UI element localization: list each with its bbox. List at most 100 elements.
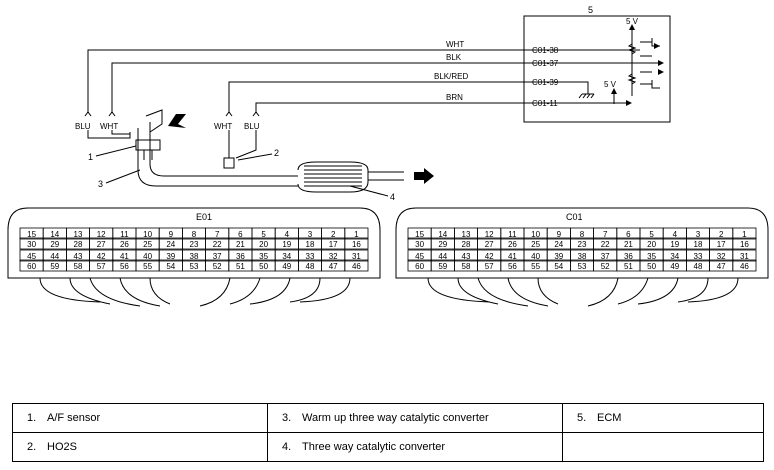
- pin-number: 44: [438, 252, 447, 261]
- connector-ticks: [84, 111, 260, 159]
- pin-cell: [732, 237, 757, 250]
- pin-number: 15: [27, 230, 36, 239]
- pin-number: 42: [97, 252, 106, 261]
- legend-item-warmup-catalyst: 3.Warm up three way catalytic converter: [267, 403, 563, 433]
- pin-number: 8: [580, 230, 585, 239]
- pin-cell: [344, 237, 369, 250]
- pin-number: 34: [670, 252, 679, 261]
- pin-number: 19: [282, 240, 291, 249]
- pin-number: 53: [190, 262, 199, 271]
- pin-number: 14: [438, 230, 447, 239]
- pin-number: 17: [329, 240, 338, 249]
- pin-number: 52: [601, 262, 610, 271]
- pin-number: 16: [740, 240, 749, 249]
- pin-number: 50: [647, 262, 656, 271]
- legend-item-ho2s: 2.HO2S: [12, 432, 268, 462]
- ecm-5v-label-top: 5 V: [626, 17, 639, 26]
- pin-cell: [732, 227, 757, 240]
- pin-label-c01-39: C01-39: [532, 78, 559, 87]
- pin-number: 29: [438, 240, 447, 249]
- pin-number: 46: [740, 262, 749, 271]
- pin-number: 3: [696, 230, 701, 239]
- pin-number: 18: [694, 240, 703, 249]
- pin-cell: [732, 259, 757, 272]
- wire-label-wht: WHT: [446, 40, 464, 49]
- pin-label-c01-11: C01-11: [532, 99, 558, 108]
- pin-number: 42: [485, 252, 494, 261]
- pin-number: 52: [213, 262, 222, 271]
- pin-number: 56: [508, 262, 517, 271]
- pin-number: 50: [259, 262, 268, 271]
- pin-number: 38: [190, 252, 199, 261]
- pin-number: 21: [236, 240, 245, 249]
- pin-number: 8: [192, 230, 197, 239]
- pin-number: 38: [578, 252, 587, 261]
- legend-item-af-sensor: 1.A/F sensor: [12, 403, 268, 433]
- wire-bundles: [39, 277, 739, 307]
- sensor2-wire-blu: BLU: [244, 122, 260, 131]
- pin-number: 36: [624, 252, 633, 261]
- connector-c01-title: C01: [566, 212, 583, 222]
- pin-number: 48: [306, 262, 315, 271]
- pin-number: 57: [485, 262, 494, 271]
- pin-number: 41: [120, 252, 129, 261]
- callout-leaders: [95, 145, 389, 197]
- pin-number: 41: [508, 252, 517, 261]
- pin-number: 32: [329, 252, 338, 261]
- callout-2: 2: [274, 148, 279, 158]
- pin-number: 6: [626, 230, 631, 239]
- pin-number: 40: [143, 252, 152, 261]
- pin-number: 58: [462, 262, 471, 271]
- pin-number: 12: [97, 230, 106, 239]
- pin-number: 23: [578, 240, 587, 249]
- pin-number: 18: [306, 240, 315, 249]
- pin-number: 3: [308, 230, 313, 239]
- pin-number: 45: [415, 252, 424, 261]
- pin-cell: [732, 249, 757, 262]
- connector-housings: [7, 207, 769, 279]
- pin-number: 54: [166, 262, 175, 271]
- pin-number: 55: [531, 262, 540, 271]
- pin-number: 47: [329, 262, 338, 271]
- pin-number: 14: [50, 230, 59, 239]
- legend-row: 1.A/F sensor 3.Warm up three way catalyt…: [12, 403, 764, 433]
- pin-number: 48: [694, 262, 703, 271]
- wire-label-blk: BLK: [446, 53, 462, 62]
- pin-number: 31: [352, 252, 361, 261]
- wiring-diagram: 5 5 V 5 V WHT BLK BLK/RED: [7, 5, 769, 307]
- pin-number: 22: [213, 240, 222, 249]
- pin-number: 12: [485, 230, 494, 239]
- pin-number: 58: [74, 262, 83, 271]
- pin-number: 54: [554, 262, 563, 271]
- pin-number: 4: [285, 230, 290, 239]
- pin-number: 34: [282, 252, 291, 261]
- pin-number: 33: [694, 252, 703, 261]
- pin-number: 22: [601, 240, 610, 249]
- pin-number: 31: [740, 252, 749, 261]
- ground-symbol: [578, 93, 595, 99]
- ecm-resistors: [627, 43, 637, 85]
- pin-number: 60: [27, 262, 36, 271]
- pin-number: 47: [717, 262, 726, 271]
- pin-number: 33: [306, 252, 315, 261]
- pin-number: 56: [120, 262, 129, 271]
- pin-number: 9: [557, 230, 562, 239]
- pin-number: 44: [50, 252, 59, 261]
- pin-number: 9: [169, 230, 174, 239]
- exhaust-pipe: [135, 109, 404, 193]
- sensor1-wire-wht: WHT: [100, 122, 118, 131]
- pin-number: 24: [554, 240, 563, 249]
- pin-cell: [344, 227, 369, 240]
- legend-item-ecm: 5.ECM: [562, 403, 764, 433]
- pin-number: 1: [742, 230, 747, 239]
- callout-1: 1: [88, 152, 93, 162]
- pin-label-c01-38: C01-38: [532, 46, 559, 55]
- pin-number: 26: [120, 240, 129, 249]
- pin-number: 11: [508, 230, 517, 239]
- pin-number: 37: [601, 252, 610, 261]
- pin-number: 4: [673, 230, 678, 239]
- pin-number: 20: [647, 240, 656, 249]
- pin-number: 10: [531, 230, 540, 239]
- pin-number: 16: [352, 240, 361, 249]
